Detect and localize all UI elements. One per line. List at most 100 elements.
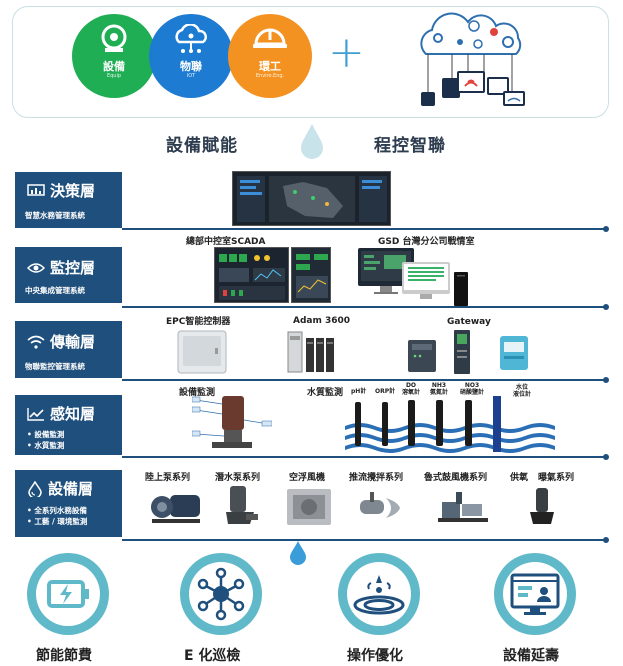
- slogan-left: 設備賦能: [166, 136, 238, 156]
- cloud-network-icon: [175, 24, 207, 53]
- layer-transport: 傳輸層 物聯監控管理系統: [15, 321, 122, 378]
- drop-icon: [28, 480, 42, 497]
- adam-label: Adam 3600: [293, 316, 351, 326]
- layer-divider: [122, 456, 605, 458]
- aerator-image: [530, 488, 554, 524]
- mixer-image: [360, 492, 400, 518]
- water-ripple-icon: [353, 575, 405, 615]
- line-chart-icon: [27, 407, 44, 421]
- battery-icon: [47, 580, 89, 608]
- layer-bullet: 設備監測: [27, 429, 64, 440]
- no3-name: 硝酸鹽計: [460, 389, 485, 396]
- level-label: 水位液位計: [513, 384, 531, 398]
- computer-user-icon: [510, 573, 560, 615]
- epc-label: EPC智能控制器: [166, 317, 231, 327]
- slogan-right: 程控智聯: [374, 136, 446, 156]
- equipment-label: 推流攪拌系列: [349, 473, 404, 483]
- layer-divider-dot: [603, 537, 609, 543]
- layer-equipment: 設備層 全系列水務設備 工藝 / 環境監測: [15, 470, 122, 537]
- nh3-symbol: NH3: [431, 382, 447, 389]
- layer-divider-dot: [603, 454, 609, 460]
- ph-label: pH計: [351, 388, 367, 395]
- water-drop-icon: [301, 124, 323, 159]
- iot-en-label: IOT: [186, 73, 196, 79]
- gsd-monitors-image: [358, 248, 468, 306]
- layer-title: 感知層: [50, 405, 96, 423]
- layer-subtitle: 智慧水務管理系統: [25, 211, 85, 220]
- layer-monitor: 監控層 中央集成管理系統: [15, 247, 122, 303]
- equip-circle: 設備 Equip: [72, 14, 156, 98]
- no3-symbol: NO3: [464, 382, 480, 389]
- plus-sign: +: [328, 27, 365, 78]
- benefit-label: E 化巡檢: [184, 648, 241, 664]
- camera-icon: [101, 24, 127, 52]
- benefit-label: 設備延壽: [503, 648, 559, 664]
- layer-bullet: 工藝 / 環境監測: [27, 516, 87, 527]
- benefit-label: 節能節費: [36, 648, 92, 664]
- do-symbol: DO: [405, 382, 417, 389]
- equipment-label: 空浮風機: [289, 473, 326, 483]
- pump-sensor-diagram: [192, 396, 272, 448]
- scada-screenshot-2: [291, 247, 331, 303]
- scada-screenshot: [214, 247, 289, 303]
- layer-divider-dot: [603, 226, 609, 232]
- layer-subtitle: 中央集成管理系統: [25, 286, 85, 295]
- roots-blower-image: [438, 492, 488, 522]
- benefit-label: 操作優化: [347, 648, 403, 664]
- epc-controller-image: [177, 330, 227, 374]
- equipment-label: 魯式鼓風機系列: [424, 473, 488, 483]
- scada-label: 總部中控室SCADA: [186, 237, 266, 247]
- gsd-label: GSD 台灣分公司戰情室: [378, 237, 475, 247]
- enviro-en-label: Enviro.Eng.: [255, 73, 285, 79]
- orp-label: ORP計: [375, 388, 396, 395]
- layer-title: 決策層: [50, 182, 96, 200]
- layer-bullet: 全系列水務設備: [27, 505, 87, 516]
- layer-divider: [122, 379, 605, 381]
- layer-subtitle: 物聯監控管理系統: [25, 362, 85, 371]
- decision-dashboard-screenshot: [232, 171, 391, 226]
- equipment-label: 潛水泵系列: [215, 473, 261, 483]
- iot-circle: 物聯 IOT: [149, 14, 233, 98]
- layer-title: 監控層: [50, 259, 96, 277]
- submersible-pump-image: [226, 486, 258, 524]
- iot-label: 物聯: [180, 60, 202, 73]
- gateway-label: Gateway: [447, 317, 491, 327]
- layer-sensing: 感知層 設備監測 水質監測: [15, 395, 122, 455]
- layer-decision: 決策層 智慧水務管理系統: [15, 172, 122, 228]
- equipment-label: 曝氣系列: [538, 473, 575, 483]
- adam-device-image: [287, 331, 334, 373]
- level-name: 液位計: [513, 391, 532, 398]
- enviro-label: 環工: [259, 60, 281, 73]
- layer-divider-dot: [603, 304, 609, 310]
- hardhat-icon: [253, 28, 287, 48]
- water-sensors-image: [345, 396, 555, 453]
- layer-title: 傳輸層: [50, 333, 96, 351]
- benefit-circle-energy: [27, 553, 109, 635]
- wifi-icon: [27, 335, 45, 349]
- gateway-devices-image: [408, 330, 528, 374]
- cloud-devices-icon: [420, 12, 525, 106]
- network-hub-icon: [197, 567, 245, 621]
- enviro-circle: 環工 Enviro.Eng.: [228, 14, 312, 98]
- benefit-circle-lifespan: [494, 553, 576, 635]
- layer-divider: [122, 228, 605, 230]
- land-pump-image: [151, 495, 200, 523]
- equipment-label: 供氧: [510, 473, 529, 483]
- layer-title: 設備層: [48, 480, 94, 498]
- eye-icon: [27, 262, 45, 273]
- water-quality-label: 水質監測: [307, 388, 344, 398]
- equip-label: 設備: [103, 60, 125, 73]
- monitor-chart-icon: [27, 183, 45, 196]
- water-drop-icon: [290, 541, 306, 565]
- device-monitoring-label: 設備監測: [179, 388, 216, 398]
- equip-en-label: Equip: [106, 73, 122, 79]
- layer-bullet: 水質監測: [27, 440, 64, 451]
- do-name: 溶氧計: [402, 389, 421, 396]
- benefit-circle-operation: [338, 553, 420, 635]
- equipment-label: 陸上泵系列: [145, 473, 191, 483]
- benefit-circle-inspection: [180, 553, 262, 635]
- nh3-name: 氨氮計: [430, 389, 449, 396]
